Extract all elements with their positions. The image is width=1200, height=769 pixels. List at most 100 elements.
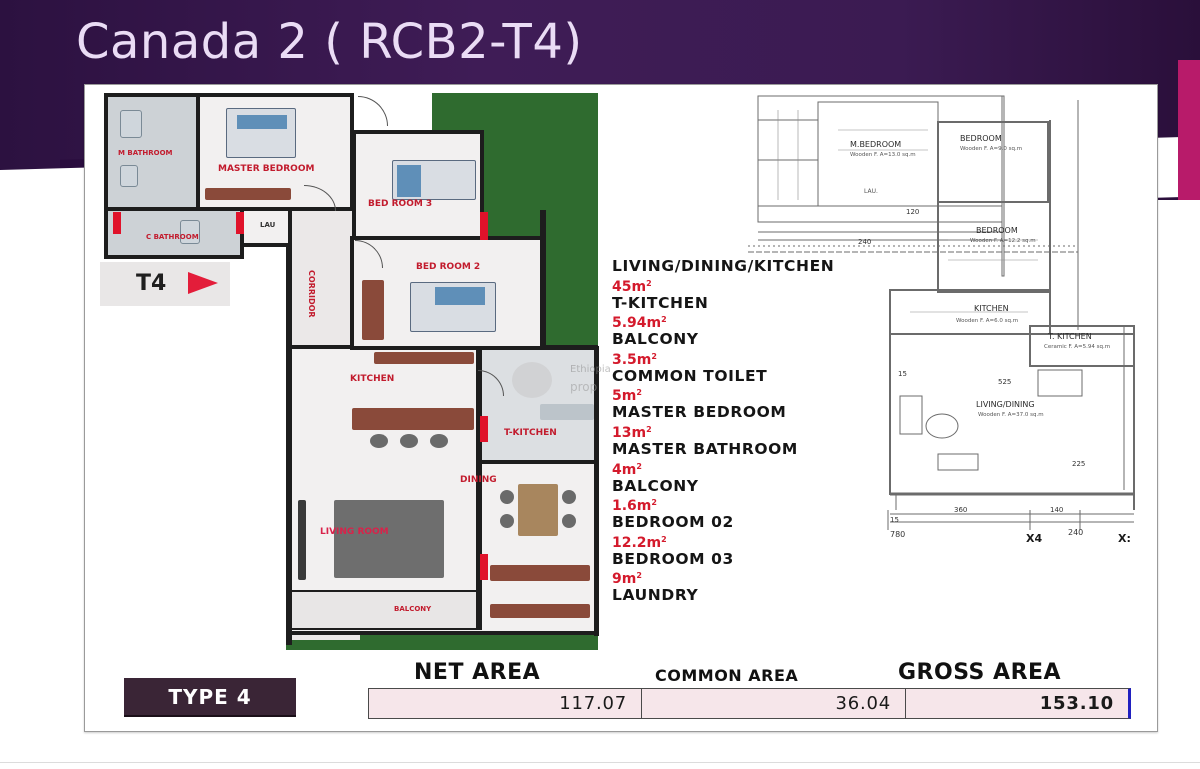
line-plan: M.BEDROOM Wooden F. A=13.0 sq.m BEDROOM … bbox=[738, 90, 1150, 550]
legend-item-area: 3.5m2 bbox=[612, 349, 952, 368]
door-marker bbox=[480, 554, 488, 580]
legend-item-name: MASTER BEDROOM bbox=[612, 403, 787, 422]
stool bbox=[370, 434, 388, 448]
lp-dim: 140 bbox=[1050, 506, 1064, 514]
legend-item-area-unit: 2 bbox=[661, 534, 667, 544]
dining-chair bbox=[500, 490, 514, 504]
wardrobe bbox=[362, 280, 384, 340]
door-marker bbox=[236, 212, 244, 234]
dining-chair bbox=[562, 514, 576, 528]
label-t-kitchen: T-KITCHEN bbox=[504, 428, 557, 438]
legend-item-area: 12.2m2 bbox=[612, 532, 952, 551]
lp-label-bedroom-top: BEDROOM bbox=[960, 134, 1002, 143]
lp-dim: 120 bbox=[906, 208, 920, 216]
lp-axis-x-next: X: bbox=[1118, 532, 1131, 545]
legend-item-name: LIVING/DINING/KITCHEN bbox=[612, 257, 835, 275]
label-laundry: LAU bbox=[260, 221, 276, 229]
lp-label-living-dining: LIVING/DINING bbox=[976, 400, 1035, 409]
kitchen-counter bbox=[374, 352, 474, 364]
slide-bottom-rule bbox=[0, 762, 1200, 763]
lp-sub-bedroom-mid: Wooden F. A=12.2 sq.m bbox=[970, 238, 1036, 244]
unit-tag: T4 bbox=[136, 271, 167, 296]
legend-item-area: 5m2 bbox=[612, 385, 952, 404]
label-master-bedroom: MASTER BEDROOM bbox=[218, 164, 315, 174]
lp-label-lau: LAU. bbox=[864, 188, 878, 195]
type-badge: TYPE 4 bbox=[124, 678, 296, 717]
net-area-value: 117.07 bbox=[368, 688, 642, 719]
lp-label-bedroom-mid: BEDROOM bbox=[976, 226, 1018, 235]
label-living-room: LIVING ROOM bbox=[320, 527, 389, 537]
legend-item-area-value: 13m bbox=[612, 424, 647, 441]
t-kitchen-counter bbox=[540, 404, 594, 420]
bed bbox=[410, 282, 496, 332]
bed bbox=[226, 108, 296, 158]
legend-item-area-unit: 2 bbox=[636, 571, 642, 581]
lp-label-m-bedroom: M.BEDROOM bbox=[850, 140, 902, 149]
lp-sub-kitchen: Wooden F. A=6.0 sq.m bbox=[956, 318, 1019, 324]
lp-dim: 240 bbox=[858, 238, 872, 246]
legend-item-name: MASTER BATHROOM bbox=[612, 439, 798, 458]
label-kitchen: KITCHEN bbox=[350, 374, 395, 384]
legend-item-area: 5.94m2 bbox=[612, 312, 952, 331]
legend-item-area-value: 5.94m bbox=[612, 315, 662, 332]
legend-item-name: LAUNDRY bbox=[612, 586, 699, 605]
legend-item-name: T-KITCHEN bbox=[612, 293, 709, 312]
entrance-arrow-icon bbox=[188, 272, 218, 294]
label-c-bathroom: C BATHROOM bbox=[146, 233, 199, 241]
legend-item-name: BALCONY bbox=[612, 476, 699, 495]
sofa bbox=[334, 500, 444, 578]
label-master-bathroom: M BATHROOM bbox=[118, 149, 173, 157]
sink bbox=[180, 220, 200, 244]
legend-item-area-unit: 2 bbox=[661, 315, 667, 325]
legend-item-name: BEDROOM 02 bbox=[612, 513, 734, 532]
bed bbox=[392, 160, 476, 200]
legend-item-area-value: 9m bbox=[612, 571, 637, 588]
line-plan-drawing bbox=[748, 95, 1135, 530]
dining-table bbox=[518, 484, 558, 536]
header-common-area: COMMON AREA bbox=[655, 666, 799, 685]
lp-dim: 360 bbox=[954, 506, 968, 514]
lp-dim: 15 bbox=[898, 370, 907, 378]
legend-item-area-value: 5m bbox=[612, 388, 637, 405]
legend-item-area-unit: 2 bbox=[636, 461, 642, 471]
watermark-line2: prop bbox=[570, 380, 598, 394]
label-balcony: BALCONY bbox=[394, 605, 432, 613]
lp-label-t-kitchen: T. KITCHEN bbox=[1048, 332, 1092, 341]
legend-item-area: 4m2 bbox=[612, 459, 952, 478]
door-marker bbox=[113, 212, 121, 234]
stool bbox=[400, 434, 418, 448]
watermark-line1: Ethiopia bbox=[570, 364, 611, 375]
gross-area-value: 153.10 bbox=[905, 688, 1131, 719]
legend-item-area-value: 1.6m bbox=[612, 498, 652, 515]
legend-item-name: BALCONY bbox=[612, 330, 699, 349]
legend-item-area-value: 3.5m bbox=[612, 351, 652, 368]
legend-item-name: COMMON TOILET bbox=[612, 366, 768, 385]
lp-sub-bedroom-top: Wooden F. A=9.0 sq.m bbox=[960, 146, 1023, 152]
legend-item-area-unit: 2 bbox=[651, 498, 657, 508]
label-dining: DINING bbox=[460, 475, 497, 485]
header-gross-area: GROSS AREA bbox=[898, 660, 1062, 685]
lp-sub-t-kitchen: Ceramic F. A=5.94 sq.m bbox=[1044, 344, 1111, 350]
header-accent-bar bbox=[1178, 60, 1200, 200]
dining-chair bbox=[500, 514, 514, 528]
lp-sub-m-bedroom: Wooden F. A=13.0 sq.m bbox=[850, 152, 916, 158]
label-bedroom-3: BED ROOM 3 bbox=[368, 199, 433, 209]
sink bbox=[120, 110, 142, 138]
watermark-logo-icon bbox=[512, 362, 552, 398]
legend-item-area: 45m2 bbox=[612, 276, 952, 295]
legend-item-area: 9m2 bbox=[612, 568, 952, 587]
legend-item-area: 13m2 bbox=[612, 422, 952, 441]
wall bbox=[286, 245, 292, 645]
stool bbox=[430, 434, 448, 448]
balcony-room bbox=[290, 590, 480, 630]
header-net-area: NET AREA bbox=[414, 660, 541, 685]
wall bbox=[476, 346, 482, 630]
legend-item-area-unit: 2 bbox=[646, 278, 652, 288]
cabinet bbox=[490, 565, 590, 581]
kitchen-island bbox=[352, 408, 474, 430]
door-marker bbox=[480, 416, 488, 442]
lp-label-kitchen: KITCHEN bbox=[974, 304, 1009, 313]
lp-dim: 15 bbox=[890, 516, 899, 524]
legend-item-area-unit: 2 bbox=[646, 424, 652, 434]
